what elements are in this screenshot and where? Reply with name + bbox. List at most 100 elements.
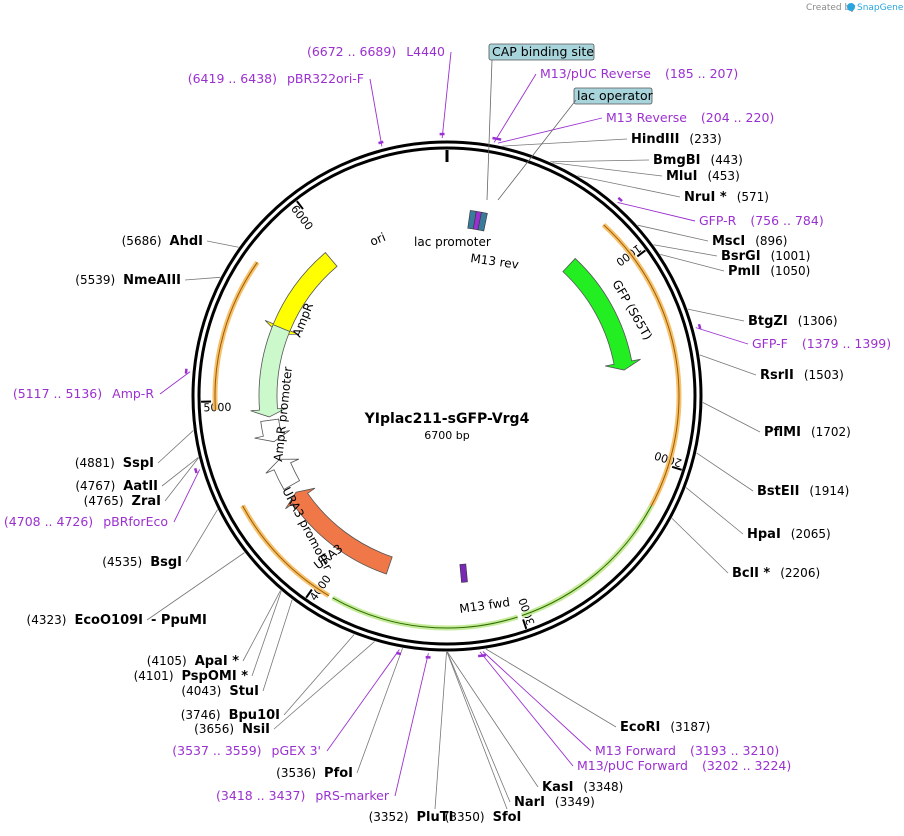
site-position: (4105) xyxy=(147,654,187,668)
primer-leader xyxy=(695,327,749,345)
site-kasi[interactable]: KasI xyxy=(542,780,573,795)
site-bcli[interactable]: BclI * xyxy=(732,566,770,581)
site-bsgi[interactable]: BsgI xyxy=(150,555,182,570)
site-ecoo109i[interactable]: EcoO109I xyxy=(74,613,143,628)
site-pluti[interactable]: PluTI xyxy=(417,810,454,825)
primer-l4440[interactable]: L4440 xyxy=(406,44,445,59)
small-feature-mark xyxy=(477,211,488,232)
primer-gfp-f[interactable]: GFP-F xyxy=(752,336,788,351)
site-pmli[interactable]: PmlI xyxy=(728,264,760,279)
primer-leader xyxy=(394,653,429,797)
credit-prefix: Created by xyxy=(806,3,856,13)
site-nmeaiii[interactable]: NmeAIII xyxy=(123,273,181,288)
feature-gfp-s65t xyxy=(562,257,641,371)
site-position: (233) xyxy=(689,132,721,146)
primer-prs-marker[interactable]: pRS-marker xyxy=(315,788,390,803)
site-nsii[interactable]: NsiI xyxy=(242,722,270,737)
lac-operator-label: lac operator xyxy=(577,88,654,103)
site-ppumi[interactable]: - PpuMI xyxy=(151,613,207,628)
primer-amp-r[interactable]: Amp-R xyxy=(112,386,154,401)
site-pfoi[interactable]: PfoI xyxy=(324,766,353,781)
primer-mark xyxy=(193,467,198,474)
site-leader xyxy=(577,175,681,198)
primer-range: (3193 .. 3210) xyxy=(690,743,779,758)
cap-binding-site-label: CAP binding site xyxy=(492,44,594,59)
site-leader xyxy=(702,402,761,433)
primer-leader xyxy=(493,73,537,143)
orf-arc xyxy=(212,260,260,411)
site-leader xyxy=(185,509,218,563)
orf-arc-line xyxy=(332,597,518,629)
site-bsrgi[interactable]: BsrGI xyxy=(721,249,761,264)
primer-leader xyxy=(326,649,400,752)
site-aatii[interactable]: AatII xyxy=(123,479,158,494)
scale-tick xyxy=(305,588,313,599)
primer-pgex-3[interactable]: pGEX 3' xyxy=(272,743,321,758)
orf-arc-line xyxy=(521,505,652,617)
site-position: (3349) xyxy=(555,795,595,809)
lac-operator-box: lac operator xyxy=(573,87,654,105)
site-msci[interactable]: MscI xyxy=(712,234,745,249)
primer-leader xyxy=(479,651,574,767)
site-leader xyxy=(242,590,281,662)
site-pspomi[interactable]: PspOMI * xyxy=(182,669,249,684)
site-position: (1306) xyxy=(798,314,838,328)
site-btgzi[interactable]: BtgZI xyxy=(748,314,788,329)
primer-mark xyxy=(378,140,384,145)
site-mlui[interactable]: MluI xyxy=(666,169,697,184)
feature-ura3 xyxy=(285,487,393,575)
primer-m13-puc-forward[interactable]: M13/pUC Forward xyxy=(577,758,688,773)
primer-pbrforeco[interactable]: pBRforEco xyxy=(103,514,168,529)
backbone-outer xyxy=(191,140,703,652)
site-ahdi[interactable]: AhdI xyxy=(170,234,203,249)
site-ecori[interactable]: EcoRI xyxy=(620,720,660,735)
primer-pbr322ori-f[interactable]: pBR322ori-F xyxy=(287,71,364,86)
site-pflmi[interactable]: PflMI xyxy=(764,425,801,440)
site-hpai[interactable]: HpaI xyxy=(747,527,781,542)
primer-m13-reverse[interactable]: M13 Reverse xyxy=(606,110,687,125)
scale-tick xyxy=(671,465,682,471)
site-bpu10i[interactable]: Bpu10I xyxy=(229,708,280,723)
site-position: (5686) xyxy=(122,234,162,248)
site-position: (4101) xyxy=(134,669,174,683)
site-nari[interactable]: NarI xyxy=(514,795,545,810)
site-leader xyxy=(685,487,744,535)
orf-arc-line xyxy=(214,261,258,411)
primer-gfp-r[interactable]: GFP-R xyxy=(699,213,737,228)
site-bsteii[interactable]: BstEII xyxy=(757,484,799,499)
primer-mark xyxy=(477,654,484,658)
site-position: (453) xyxy=(707,169,739,183)
site-stui[interactable]: StuI xyxy=(229,684,259,699)
site-sfoi[interactable]: SfoI xyxy=(493,810,522,825)
site-position: (1050) xyxy=(770,264,810,278)
site-position: (571) xyxy=(737,190,769,204)
site-position: (4043) xyxy=(181,684,221,698)
site-sspi[interactable]: SspI xyxy=(123,456,154,471)
scale-tick xyxy=(636,249,646,258)
cap-leader xyxy=(486,59,493,201)
primer-m13-forward[interactable]: M13 Forward xyxy=(595,743,676,758)
site-leader xyxy=(446,651,508,810)
site-zrai[interactable]: ZraI xyxy=(132,494,161,509)
site-position: (4323) xyxy=(27,613,67,627)
site-leader xyxy=(699,354,757,376)
site-apai[interactable]: ApaI * xyxy=(195,654,240,669)
site-leader xyxy=(273,641,375,730)
site-leader xyxy=(653,244,718,257)
site-bmgbi[interactable]: BmgBI xyxy=(653,153,701,168)
site-position: (3187) xyxy=(670,720,710,734)
site-leader xyxy=(356,647,403,774)
orf-arc-line xyxy=(242,505,330,597)
feature-label-lac-promoter: lac promoter xyxy=(414,235,491,249)
feature-ura3-promoter xyxy=(265,458,301,491)
site-nrui[interactable]: NruI * xyxy=(684,190,727,205)
site-position: (3350) xyxy=(445,810,485,824)
site-leader xyxy=(696,452,754,492)
primer-range: (3202 .. 3224) xyxy=(702,758,791,773)
site-position: (1702) xyxy=(811,425,851,439)
primer-m13-puc-reverse[interactable]: M13/pUC Reverse xyxy=(540,66,651,81)
feature-label-ori: ori xyxy=(368,230,388,249)
site-rsrii[interactable]: RsrII xyxy=(760,368,794,383)
site-hindiii[interactable]: HindIII xyxy=(631,132,679,147)
primer-range: (185 .. 207) xyxy=(665,66,738,81)
